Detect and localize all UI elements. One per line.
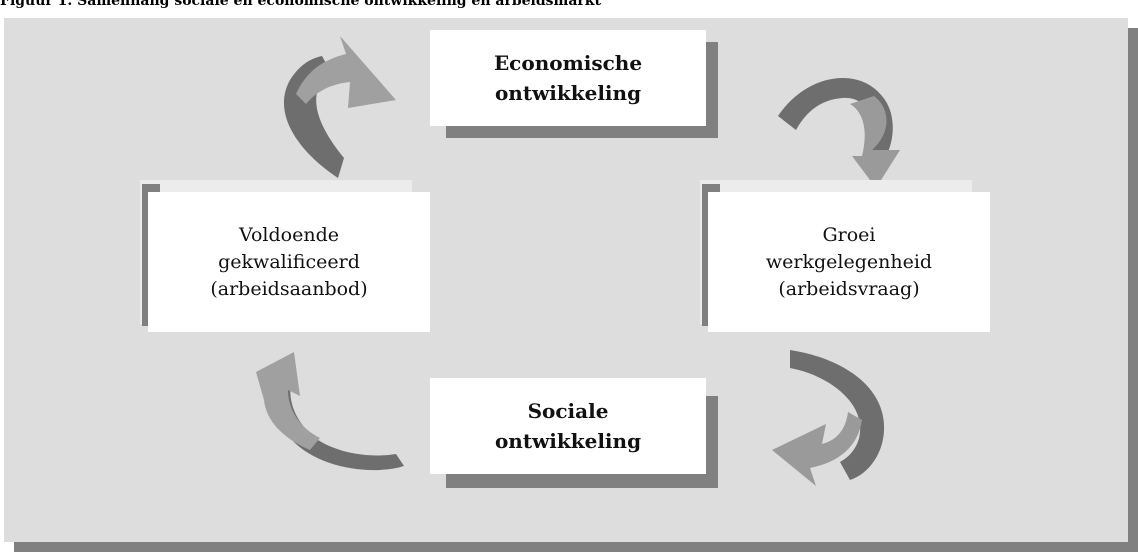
demand-box-line1: Groei bbox=[822, 223, 876, 246]
labour-demand-box: Groei werkgelegenheid (arbeidsvraag) bbox=[708, 192, 990, 332]
figure-caption: Figuur 1. Samenhang sociale en economisc… bbox=[0, 0, 601, 9]
economic-box-line1: Economische bbox=[493, 51, 643, 75]
supply-box-line1: Voldoende bbox=[239, 223, 339, 246]
demand-box-line3: (arbeidsvraag) bbox=[778, 277, 920, 300]
social-box-line2: ontwikkeling bbox=[494, 429, 642, 453]
supply-box-line3: (arbeidsaanbod) bbox=[210, 277, 368, 300]
social-box-line1: Sociale bbox=[527, 399, 609, 423]
economic-development-box: Economische ontwikkeling bbox=[430, 30, 706, 126]
social-development-box: Sociale ontwikkeling bbox=[430, 378, 706, 474]
economic-box-line2: ontwikkeling bbox=[494, 81, 642, 105]
labour-supply-box: Voldoende gekwalificeerd (arbeidsaanbod) bbox=[148, 192, 430, 332]
demand-box-line2: werkgelegenheid bbox=[765, 250, 933, 273]
supply-box-line2: gekwalificeerd bbox=[218, 250, 360, 273]
